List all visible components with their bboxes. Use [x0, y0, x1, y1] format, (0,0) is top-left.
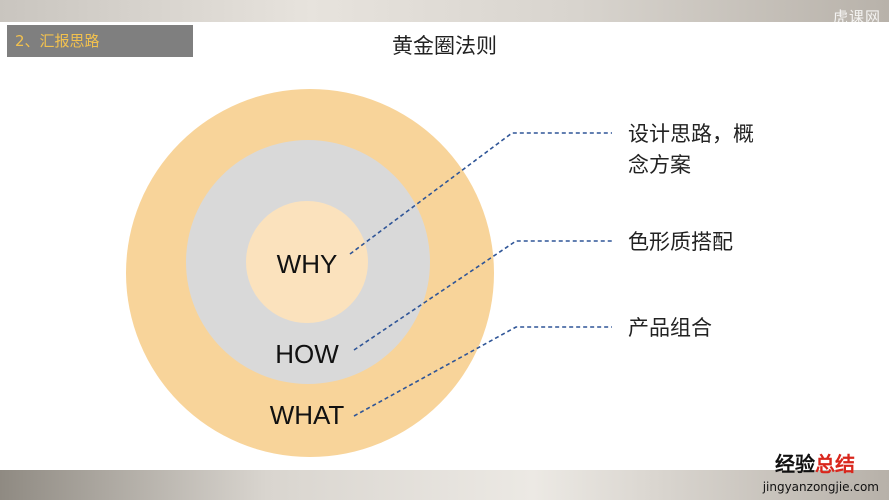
- why-connector: [349, 132, 612, 255]
- why-description: 设计思路，概 念方案: [628, 119, 754, 181]
- why-description-line1: 设计思路，概: [628, 122, 754, 146]
- slide-title: 黄金圈法则: [392, 34, 497, 58]
- what-label: WHAT: [270, 400, 345, 430]
- top-watermark: 虎课网: [832, 8, 881, 26]
- how-connector: [353, 240, 612, 351]
- top-background-strip: [0, 0, 889, 22]
- section-tag: 2、汇报思路: [7, 25, 193, 57]
- why-description-line2: 念方案: [628, 153, 691, 177]
- how-description: 色形质搭配: [628, 230, 733, 254]
- brand-watermark: 经验总结: [775, 448, 855, 477]
- how-label: HOW: [275, 339, 339, 369]
- why-label: WHY: [277, 249, 338, 279]
- bottom-background-strip: [0, 470, 889, 500]
- inner-circle-why: [246, 201, 368, 323]
- what-connector: [353, 326, 612, 417]
- brand-watermark-red: 总结: [815, 452, 855, 476]
- what-description: 产品组合: [628, 316, 712, 340]
- brand-watermark-black: 经验: [775, 452, 815, 476]
- url-watermark: jingyanzongjie.com: [762, 480, 879, 494]
